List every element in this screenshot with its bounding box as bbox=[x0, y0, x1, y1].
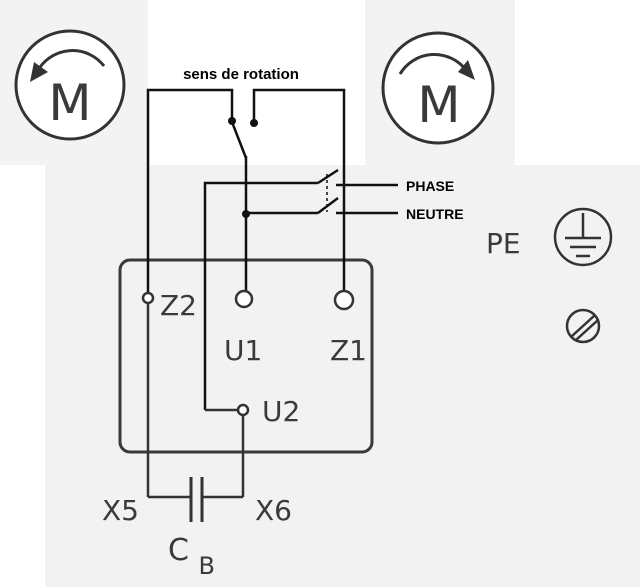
motor-right-label: M bbox=[417, 76, 460, 134]
switch-contact-right bbox=[250, 119, 258, 127]
pe-label: PE bbox=[486, 227, 521, 260]
rotation-switch bbox=[146, 88, 346, 292]
terminal-u2[interactable] bbox=[236, 403, 250, 417]
terminal-u1-label: U1 bbox=[224, 334, 262, 367]
supply-wiring bbox=[203, 168, 398, 410]
terminal-u1[interactable] bbox=[234, 289, 254, 309]
motor-left-label: M bbox=[48, 74, 91, 132]
terminal-z1-label: Z1 bbox=[330, 334, 367, 367]
neutral-label: NEUTRE bbox=[406, 206, 464, 222]
neutral-junction bbox=[242, 210, 250, 218]
terminal-z2[interactable] bbox=[141, 291, 155, 305]
capacitor-label-main: C bbox=[168, 533, 189, 568]
capacitor-label: C B bbox=[168, 533, 215, 580]
terminal-z2-label: Z2 bbox=[160, 289, 197, 322]
phase-label: PHASE bbox=[406, 178, 454, 194]
capacitor-icon bbox=[189, 477, 204, 522]
earth-screw-icon bbox=[565, 308, 601, 344]
terminal-x5-label: X5 bbox=[102, 494, 139, 527]
terminal-u2-label: U2 bbox=[262, 395, 300, 428]
terminal-x6-label: X6 bbox=[255, 494, 292, 527]
capacitor-wiring bbox=[146, 304, 245, 499]
earth-ground-icon bbox=[553, 207, 613, 267]
terminal-z1[interactable] bbox=[333, 289, 355, 311]
motor-cw-icon: M bbox=[381, 31, 495, 145]
rotation-label: sens de rotation bbox=[183, 66, 299, 83]
paper-shade-main bbox=[45, 165, 640, 587]
capacitor-label-subscript: B bbox=[199, 552, 215, 580]
motor-ccw-icon: M bbox=[14, 29, 126, 141]
switch-contact-left bbox=[228, 117, 236, 125]
